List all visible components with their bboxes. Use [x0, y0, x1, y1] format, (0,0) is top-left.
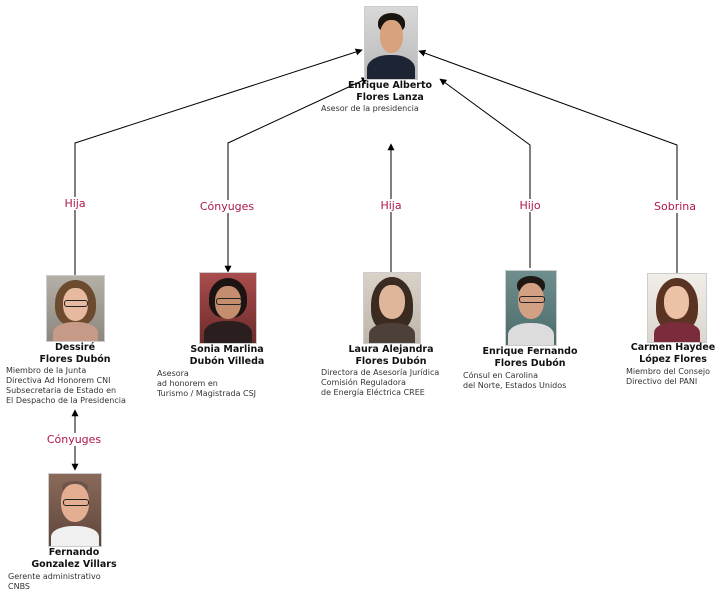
- enrique-fernando-name-line1: Enrique Fernando: [482, 346, 578, 357]
- sonia-role-line: Asesora: [157, 369, 189, 378]
- sonia-role: Asesora ad honorem en Turismo / Magistra…: [157, 369, 256, 399]
- root-photo: [364, 6, 418, 80]
- carmen-name: Carmen Haydee López Flores: [618, 342, 723, 366]
- enrique-fernando-role: Cónsul en Carolina del Norte, Estados Un…: [463, 371, 566, 391]
- enrique-fernando-name-line2: Flores Dubón: [494, 358, 566, 369]
- sonia-name: Sonia Marlina Dubón Villeda: [167, 344, 287, 368]
- fernando-name-line1: Fernando: [48, 547, 100, 558]
- dessire-photo: [46, 275, 105, 342]
- root-role: Asesor de la presidencia: [321, 104, 419, 114]
- enrique-fernando-photo: [505, 270, 557, 346]
- carmen-name-line2: López Flores: [639, 354, 707, 365]
- enrique-fernando-role-line: del Norte, Estados Unidos: [463, 381, 567, 390]
- relationship-label-sobrina-carmen: Sobrina: [652, 200, 698, 213]
- root-name: Enrique Alberto Flores Lanza: [330, 80, 450, 104]
- sonia-photo: [199, 272, 257, 344]
- relationship-label-hija-laura: Hija: [378, 199, 404, 212]
- dessire-role-line: Miembro de la Junta: [6, 366, 87, 375]
- fernando-role: Gerente administrativo CNBS: [8, 572, 101, 592]
- enrique-fernando-name: Enrique Fernando Flores Dubón: [469, 346, 591, 370]
- dessire-name-line1: Dessiré: [54, 342, 96, 353]
- laura-name: Laura Alejandra Flores Dubón: [331, 344, 451, 368]
- carmen-name-line1: Carmen Haydee: [630, 342, 716, 353]
- dessire-role-line: Subsecretaria de Estado en: [6, 386, 117, 395]
- root-name-line1: Enrique Alberto: [347, 80, 433, 91]
- sonia-name-line2: Dubón Villeda: [189, 356, 265, 367]
- relationship-label-conyuges-fernando: Cónyuges: [44, 433, 104, 446]
- fernando-role-line: CNBS: [8, 582, 30, 591]
- edge-hija-dessire: [74, 48, 363, 275]
- root-name-line2: Flores Lanza: [356, 92, 424, 103]
- enrique-fernando-role-line: Cónsul en Carolina: [463, 371, 539, 380]
- laura-role-line: de Energía Eléctrica CREE: [321, 388, 425, 397]
- sonia-name-line1: Sonia Marlina: [190, 344, 264, 355]
- dessire-role: Miembro de la Junta Directiva Ad Honorem…: [6, 366, 126, 406]
- laura-name-line2: Flores Dubón: [355, 356, 427, 367]
- edge-hijo-enrique: [439, 78, 531, 268]
- laura-role-line: Comisión Reguladora: [321, 378, 406, 387]
- sonia-role-line: Turismo / Magistrada CSJ: [157, 389, 257, 398]
- laura-role-line: Directora de Asesoría Jurídica: [321, 368, 440, 377]
- relationship-label-conyuges-sonia: Cónyuges: [197, 200, 257, 213]
- fernando-role-line: Gerente administrativo: [8, 572, 101, 581]
- dessire-role-line: Directiva Ad Honorem CNI: [6, 376, 111, 385]
- fernando-photo: [48, 473, 102, 547]
- relationship-label-hijo-enrique: Hijo: [517, 199, 543, 212]
- laura-role: Directora de Asesoría Jurídica Comisión …: [321, 368, 439, 398]
- laura-name-line1: Laura Alejandra: [348, 344, 434, 355]
- carmen-role-line: Miembro del Consejo: [626, 367, 710, 376]
- carmen-role-line: Directivo del PANI: [626, 377, 698, 386]
- carmen-role: Miembro del Consejo Directivo del PANI: [626, 367, 710, 387]
- dessire-name-line2: Flores Dubón: [39, 354, 111, 365]
- edge-sobrina-carmen: [418, 49, 678, 273]
- carmen-photo: [647, 273, 707, 343]
- edge-conyuges-sonia: [224, 77, 369, 273]
- fernando-name: Fernando Gonzalez Villars: [14, 547, 134, 571]
- fernando-name-line2: Gonzalez Villars: [31, 559, 117, 570]
- relationship-label-hija-dessire: Hija: [62, 197, 88, 210]
- dessire-name: Dessiré Flores Dubón: [16, 342, 134, 366]
- root-role-line: Asesor de la presidencia: [321, 104, 419, 113]
- sonia-role-line: ad honorem en: [157, 379, 218, 388]
- dessire-role-line: El Despacho de la Presidencia: [6, 396, 126, 405]
- laura-photo: [363, 272, 421, 344]
